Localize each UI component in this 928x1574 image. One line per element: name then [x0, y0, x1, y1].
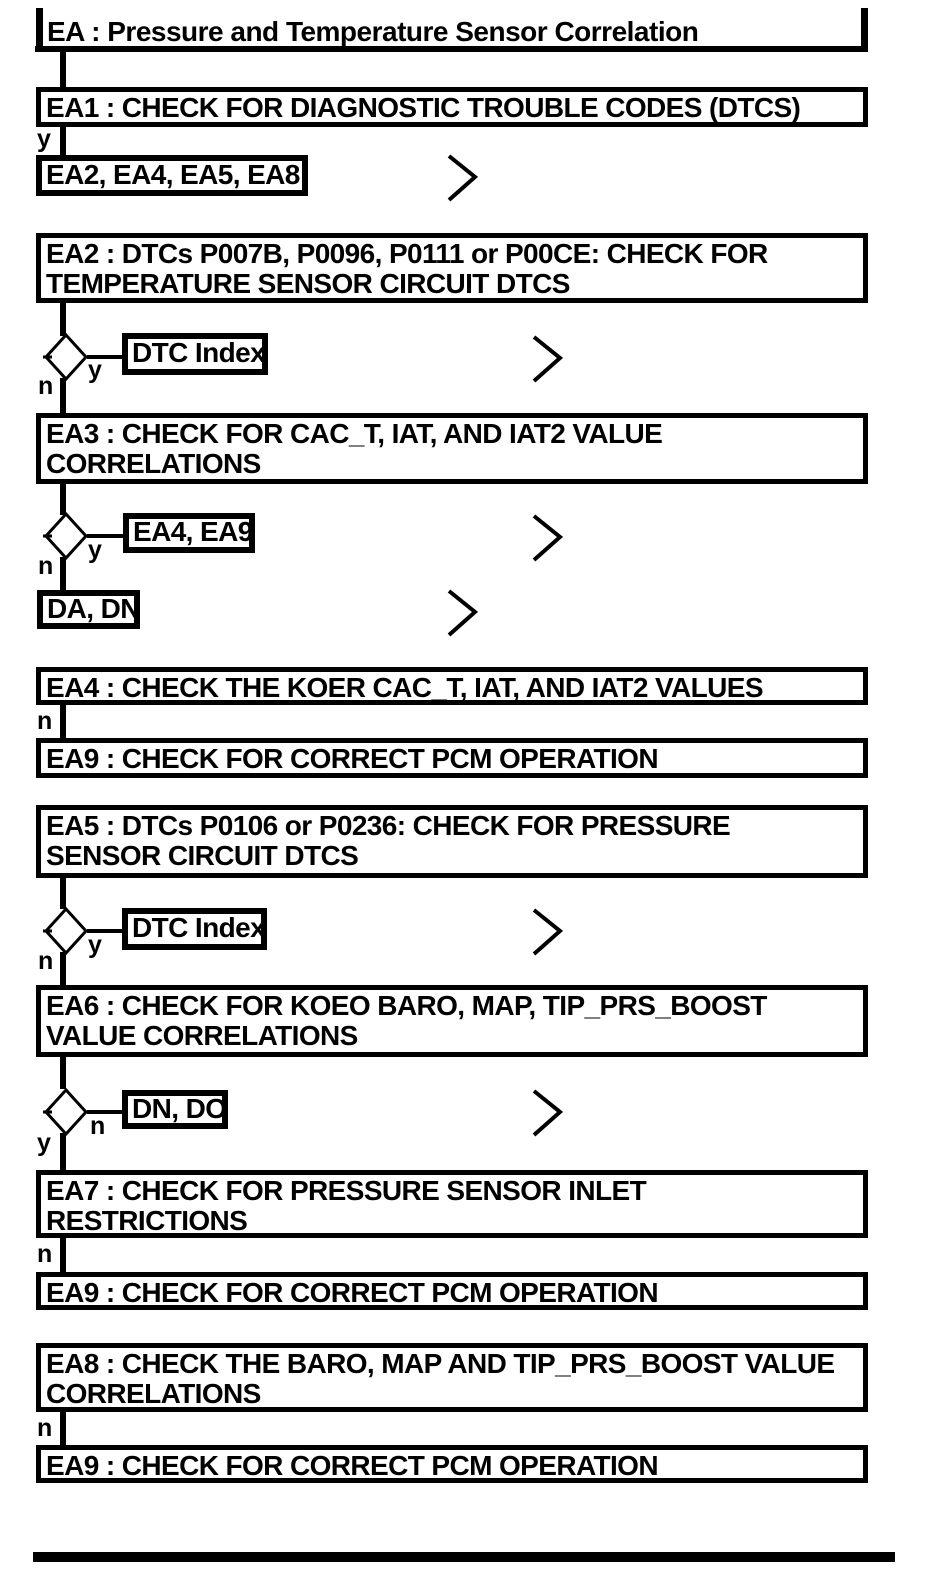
decision-diamond [43, 906, 89, 956]
step-text: EA9 : CHECK FOR CORRECT PCM OPERATION [46, 1277, 659, 1308]
target-text: EA4, EA9 [133, 516, 253, 547]
yes-label: y [88, 931, 102, 959]
connector-line [60, 378, 66, 413]
connector-line [87, 1110, 122, 1114]
step-text: EA9 : CHECK FOR CORRECT PCM OPERATION [46, 1450, 659, 1481]
step-text-line1: EA7 : CHECK FOR PRESSURE SENSOR INLET [46, 1175, 647, 1206]
continue-chevron-icon [532, 1089, 564, 1137]
connector-line [87, 355, 122, 359]
connector-line [87, 929, 122, 933]
step-text: EA9 : CHECK FOR CORRECT PCM OPERATION [46, 743, 659, 774]
step-box-ea6[interactable]: EA6 : CHECK FOR KOEO BARO, MAP, TIP_PRS_… [36, 985, 868, 1057]
dtc-index-link[interactable]: DTC Index [122, 908, 267, 950]
no-label: n [38, 552, 53, 580]
no-label: n [38, 947, 53, 975]
step-text-line1: EA6 : CHECK FOR KOEO BARO, MAP, TIP_PRS_… [46, 990, 767, 1021]
step-text: EA4 : CHECK THE KOER CAC_T, IAT, AND IAT… [46, 672, 764, 703]
connector-line [60, 1238, 66, 1272]
yes-label: y [88, 356, 102, 384]
step-text-line1: EA3 : CHECK FOR CAC_T, IAT, AND IAT2 VAL… [46, 418, 663, 449]
title-right-tick [861, 8, 868, 52]
connector-line [60, 557, 66, 590]
target-text: DTC Index [132, 912, 266, 943]
step-text: EA1 : CHECK FOR DIAGNOSTIC TROUBLE CODES… [46, 92, 801, 123]
flowchart-title: EA : Pressure and Temperature Sensor Cor… [47, 16, 699, 47]
target-box-ea2-ea4-ea5-ea8[interactable]: EA2, EA4, EA5, EA8 [36, 155, 308, 196]
target-text: EA2, EA4, EA5, EA8 [46, 158, 300, 190]
step-box-ea2[interactable]: EA2 : DTCs P007B, P0096, P0111 or P00CE:… [36, 233, 868, 303]
target-text: DA, DN [47, 592, 140, 624]
target-text: DN, DO [132, 1092, 227, 1124]
step-box-ea9-first[interactable]: EA9 : CHECK FOR CORRECT PCM OPERATION [36, 738, 868, 778]
step-box-ea5[interactable]: EA5 : DTCs P0106 or P0236: CHECK FOR PRE… [36, 805, 868, 878]
step-box-ea3[interactable]: EA3 : CHECK FOR CAC_T, IAT, AND IAT2 VAL… [36, 413, 868, 484]
dtc-index-link[interactable]: DTC Index [122, 333, 268, 375]
step-box-ea9-second[interactable]: EA9 : CHECK FOR CORRECT PCM OPERATION [36, 1272, 868, 1310]
decision-diamond [43, 1087, 89, 1137]
yes-label: y [37, 125, 51, 153]
step-text-line2: VALUE CORRELATIONS [46, 1020, 358, 1051]
connector-line [60, 1133, 66, 1170]
connector-line [60, 52, 66, 87]
step-box-ea1[interactable]: EA1 : CHECK FOR DIAGNOSTIC TROUBLE CODES… [36, 87, 868, 127]
title-underline [35, 46, 868, 52]
continue-chevron-icon [532, 335, 564, 383]
decision-diamond [43, 511, 89, 561]
target-text: DTC Index [132, 337, 266, 368]
decision-diamond [43, 332, 89, 382]
connector-line [87, 534, 123, 538]
continue-chevron-icon [447, 154, 479, 202]
target-box-ea4-ea9[interactable]: EA4, EA9 [123, 513, 255, 553]
page-divider [33, 1552, 895, 1562]
step-text-line2: TEMPERATURE SENSOR CIRCUIT DTCS [46, 268, 570, 299]
yes-label: y [37, 1129, 51, 1157]
step-box-ea4[interactable]: EA4 : CHECK THE KOER CAC_T, IAT, AND IAT… [36, 667, 868, 705]
no-label: n [37, 1414, 52, 1442]
continue-chevron-icon [532, 908, 564, 956]
target-box-dn-do[interactable]: DN, DO [122, 1090, 228, 1129]
step-text-line1: EA8 : CHECK THE BARO, MAP AND TIP_PRS_BO… [46, 1348, 835, 1379]
connector-line [60, 878, 66, 909]
no-label: n [37, 707, 52, 735]
step-text-line2: SENSOR CIRCUIT DTCS [46, 840, 359, 871]
continue-chevron-icon [532, 514, 564, 562]
step-box-ea7[interactable]: EA7 : CHECK FOR PRESSURE SENSOR INLET RE… [36, 1170, 868, 1238]
connector-line [60, 705, 66, 738]
no-label: n [37, 1240, 52, 1268]
connector-line [60, 952, 66, 985]
connector-line [60, 303, 66, 336]
target-box-da-dn[interactable]: DA, DN [37, 590, 140, 629]
connector-line [60, 1057, 66, 1089]
yes-label: y [88, 536, 102, 564]
no-label: n [90, 1112, 105, 1140]
no-label: n [38, 372, 53, 400]
step-box-ea8[interactable]: EA8 : CHECK THE BARO, MAP AND TIP_PRS_BO… [36, 1343, 868, 1412]
title-left-tick [36, 8, 43, 52]
step-text-line2: RESTRICTIONS [46, 1205, 248, 1236]
connector-line [60, 127, 66, 155]
step-box-ea9-third[interactable]: EA9 : CHECK FOR CORRECT PCM OPERATION [36, 1445, 868, 1483]
connector-line [60, 484, 66, 515]
step-text-line2: CORRELATIONS [46, 1378, 261, 1409]
step-text-line2: CORRELATIONS [46, 448, 261, 479]
step-text-line1: EA2 : DTCs P007B, P0096, P0111 or P00CE:… [46, 238, 768, 269]
step-text-line1: EA5 : DTCs P0106 or P0236: CHECK FOR PRE… [46, 810, 731, 841]
continue-chevron-icon [447, 589, 479, 637]
connector-line [60, 1412, 66, 1445]
